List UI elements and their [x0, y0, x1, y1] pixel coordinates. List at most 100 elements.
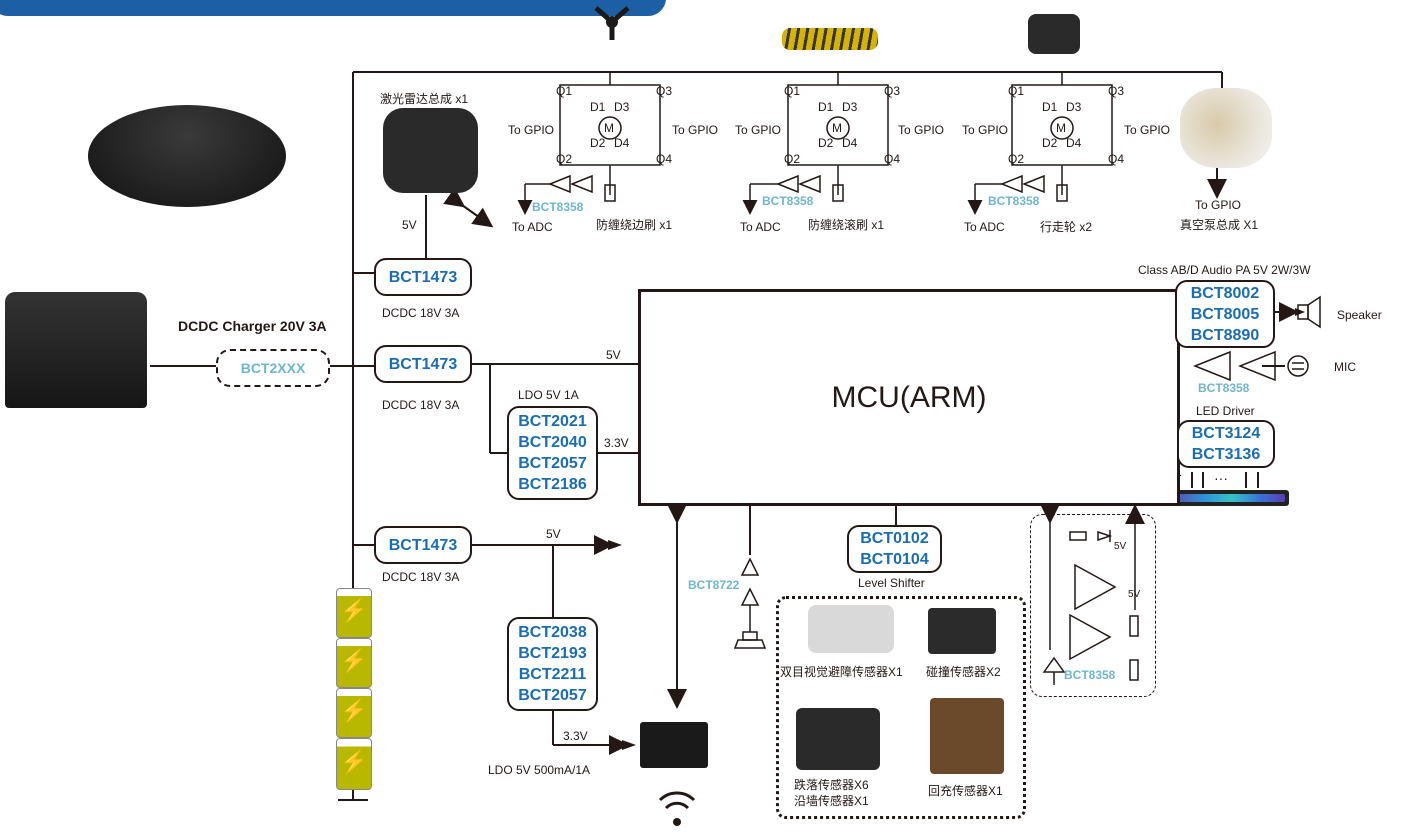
adc-label: To ADC [964, 220, 1005, 234]
robot-vacuum-image [88, 105, 286, 207]
d2: D2 [1042, 136, 1058, 150]
part: BCT8002 [1190, 284, 1260, 302]
q1: Q1 [556, 84, 573, 98]
roller-brush-label: 防缠绕滚刷 x1 [808, 218, 885, 232]
gpio-label: To GPIO [898, 123, 945, 137]
adc-label: To ADC [512, 220, 553, 234]
ldo-1a-chip: BCT2021 BCT2040 BCT2057 BCT2186 [507, 406, 598, 500]
side-brush-image [592, 2, 632, 42]
gpio-label: To GPIO [1124, 123, 1171, 137]
dcdc-chip-2: BCT1473 [374, 345, 472, 383]
dcdc-part-1: BCT1473 [388, 268, 458, 286]
mcu-block: MCU(ARM) [638, 289, 1180, 506]
dcdc-part-2: BCT1473 [388, 355, 458, 373]
q2: Q2 [556, 152, 573, 166]
mcu-label: MCU(ARM) [831, 380, 987, 414]
part: BCT2193 [518, 645, 587, 662]
wheel-label: 行走轮 x2 [1040, 220, 1093, 234]
part: BCT2038 [518, 624, 587, 641]
recharge-sensor-image [930, 698, 1004, 774]
q2: Q2 [1008, 152, 1025, 166]
collision-sensor-image [928, 608, 996, 654]
gpio-label: To GPIO [735, 123, 782, 137]
stereo-camera-image [808, 605, 894, 653]
d4: D4 [842, 136, 858, 150]
opamp-part: BCT8358 [762, 194, 814, 208]
sensor-stereo-label: 双目视觉避障传感器X1 [780, 665, 903, 679]
dcdc-part-3: BCT1473 [388, 536, 458, 554]
sensor-wall-label: 沿墙传感器X1 [794, 794, 869, 808]
battery-cell: ⚡ [336, 638, 372, 688]
lidar-image [383, 108, 478, 193]
voltage-5v: 5V [606, 348, 621, 362]
part: BCT3124 [1191, 425, 1261, 442]
battery-cell: ⚡ [336, 738, 372, 790]
voltage-5v: 5V [1114, 541, 1127, 552]
d1: D1 [590, 100, 606, 114]
dcdc-chip-3: BCT1473 [374, 526, 472, 564]
q3: Q3 [884, 84, 901, 98]
side-brush-label: 防缠绕边刷 x1 [596, 218, 673, 232]
part: BCT8005 [1190, 305, 1260, 323]
sensor-collision-label: 碰撞传感器X2 [926, 665, 1001, 679]
q4: Q4 [656, 152, 673, 166]
voltage-5v: 5V [402, 218, 417, 232]
motor: M [1056, 121, 1066, 135]
q3: Q3 [1108, 84, 1125, 98]
q1: Q1 [784, 84, 801, 98]
d3: D3 [614, 100, 630, 114]
led-dots: ··· [1214, 470, 1228, 486]
q2: Q2 [784, 152, 801, 166]
level-shifter-chip: BCT0102 BCT0104 [847, 525, 942, 573]
gpio-label: To GPIO [672, 123, 719, 137]
motor: M [604, 121, 614, 135]
dcdc-chip-1: BCT1473 [374, 258, 472, 296]
audio-pa-chip: BCT8002 BCT8005 BCT8890 [1175, 280, 1275, 348]
d4: D4 [1066, 136, 1082, 150]
opamp-part: BCT8358 [532, 200, 584, 214]
sensor-recharge-label: 回充传感器X1 [928, 784, 1003, 798]
audio-label: Class AB/D Audio PA 5V 2W/3W [1138, 263, 1311, 277]
q3: Q3 [656, 84, 673, 98]
vacuum-gpio-label: To GPIO [1195, 198, 1242, 212]
part: BCT2057 [518, 687, 587, 704]
vacuum-pump-image [1180, 88, 1272, 168]
adc-label: To ADC [740, 220, 781, 234]
lidar-label: 激光雷达总成 x1 [380, 92, 469, 106]
dcdc-label-2: DCDC 18V 3A [382, 398, 460, 412]
mic-label: MIC [1334, 360, 1356, 374]
part: BCT0104 [860, 551, 929, 568]
gpio-label: To GPIO [962, 123, 1009, 137]
d2: D2 [818, 136, 834, 150]
charger-label: DCDC Charger 20V 3A [178, 318, 327, 334]
sensor-cliff-label: 跌落传感器X6 [794, 778, 869, 792]
ldo-500-chip: BCT2038 BCT2193 BCT2211 BCT2057 [507, 617, 598, 711]
d2: D2 [590, 136, 606, 150]
gpio-label: To GPIO [508, 123, 555, 137]
led-driver-chip: BCT3124 BCT3136 [1177, 420, 1275, 468]
charger-part: BCT2XXX [240, 360, 306, 376]
charger-chip: BCT2XXX [216, 349, 330, 387]
mic-amp-part: BCT8358 [1198, 381, 1250, 395]
dcdc-label-3: DCDC 18V 3A [382, 570, 460, 584]
part: BCT3136 [1191, 446, 1261, 463]
roller-brush-image [782, 28, 878, 50]
part: BCT2021 [518, 413, 587, 430]
battery-cell: ⚡ [336, 688, 372, 738]
comparator-part: BCT8358 [1064, 668, 1116, 682]
d3: D3 [842, 100, 858, 114]
part: BCT2211 [518, 666, 587, 683]
part: BCT2186 [518, 476, 587, 493]
q1: Q1 [1008, 84, 1025, 98]
led-driver-label: LED Driver [1196, 404, 1255, 418]
wifi-module-image [640, 722, 708, 768]
level-shifter-label: Level Shifter [858, 576, 925, 590]
d1: D1 [1042, 100, 1058, 114]
vacuum-label: 真空泵总成 X1 [1180, 218, 1259, 232]
q4: Q4 [1108, 152, 1125, 166]
part: BCT0102 [860, 530, 929, 547]
ldo-500-label: LDO 5V 500mA/1A [488, 763, 591, 777]
motor: M [832, 121, 842, 135]
bct8722-part: BCT8722 [688, 578, 740, 592]
